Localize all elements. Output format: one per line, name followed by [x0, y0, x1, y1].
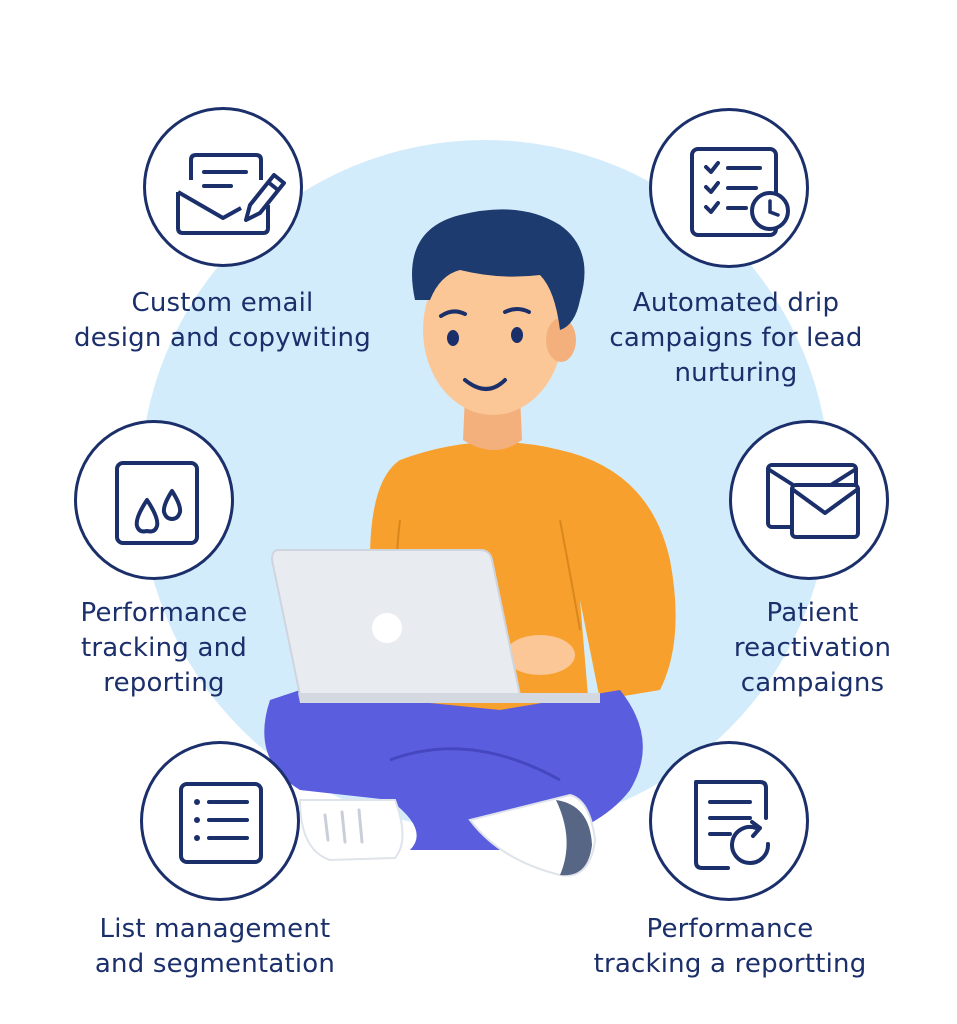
label-line: Custom email: [131, 288, 314, 318]
label-line: tracking and: [81, 633, 247, 663]
left-shoe: [298, 799, 404, 862]
feature-label-patient-reactivation: Patient reactivation campaigns: [700, 596, 925, 701]
list-icon: [179, 782, 263, 864]
face: [423, 245, 563, 415]
envelope-pencil-icon-circle: [143, 107, 303, 267]
droplets-icon-circle: [74, 420, 234, 580]
stacked-envelopes-icon-circle: [729, 420, 889, 580]
label-line: tracking a reportting: [593, 949, 867, 979]
envelope-pencil-icon: [176, 153, 286, 235]
label-line: Patient: [766, 598, 859, 628]
droplets-icon: [115, 461, 199, 545]
feature-label-custom-email: Custom email design and copywiting: [50, 286, 395, 356]
label-line: reporting: [103, 668, 225, 698]
label-line: and segmentation: [94, 949, 336, 979]
checklist-clock-icon-circle: [649, 108, 809, 268]
left-eye: [447, 330, 459, 346]
label-line: campaigns for lead: [609, 323, 863, 353]
feature-label-performance-tracking: Performance tracking and reporting: [44, 596, 284, 701]
laptop-base: [298, 693, 600, 703]
label-line: design and copywiting: [74, 323, 371, 353]
smile: [463, 378, 507, 391]
label-line: Automated drip: [632, 288, 840, 318]
label-line: reactivation: [733, 633, 892, 663]
label-line: Performance: [646, 914, 814, 944]
right-hand: [505, 635, 575, 675]
label-line: campaigns: [740, 668, 885, 698]
right-eye: [511, 327, 523, 343]
hair: [412, 209, 585, 330]
feature-label-performance-reporting: Performance tracking a reportting: [560, 912, 900, 982]
ear: [546, 318, 576, 362]
label-line: Performance: [80, 598, 248, 628]
feature-label-automated-drip: Automated drip campaigns for lead nurtur…: [586, 286, 886, 391]
document-refresh-icon-circle: [649, 741, 809, 901]
stacked-envelopes-icon: [766, 463, 860, 539]
label-line: List management: [99, 914, 331, 944]
laptop-logo: [372, 613, 402, 643]
feature-label-list-management: List management and segmentation: [60, 912, 370, 982]
list-icon-circle: [140, 741, 300, 901]
document-refresh-icon: [694, 780, 771, 870]
checklist-clock-icon: [690, 147, 790, 237]
label-line: nurturing: [674, 358, 798, 388]
